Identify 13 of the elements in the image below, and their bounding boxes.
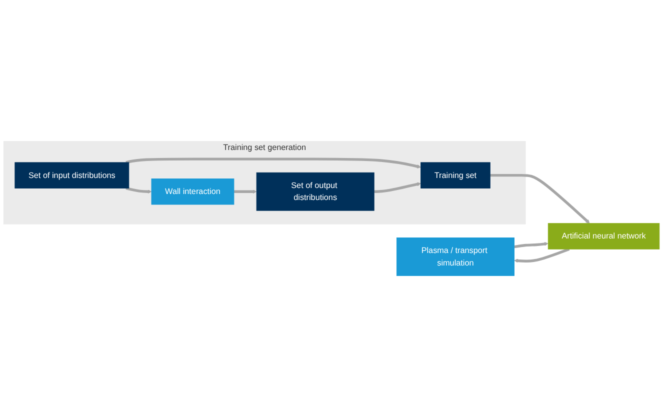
arrow [234,190,257,194]
arrow [126,158,421,168]
node-box: Artificial neural network [548,223,660,250]
node-box: Plasma / transport simulation [396,238,514,276]
node-box: Training set [420,162,490,188]
arrow [374,182,421,193]
arrow [490,174,590,224]
node-box: Wall interaction [151,178,234,205]
arrow [126,186,152,194]
node-box: Set of input distributions [14,162,130,188]
arrow [514,242,548,248]
arrow [514,248,570,263]
node-box: Set of output distributions [256,172,374,211]
